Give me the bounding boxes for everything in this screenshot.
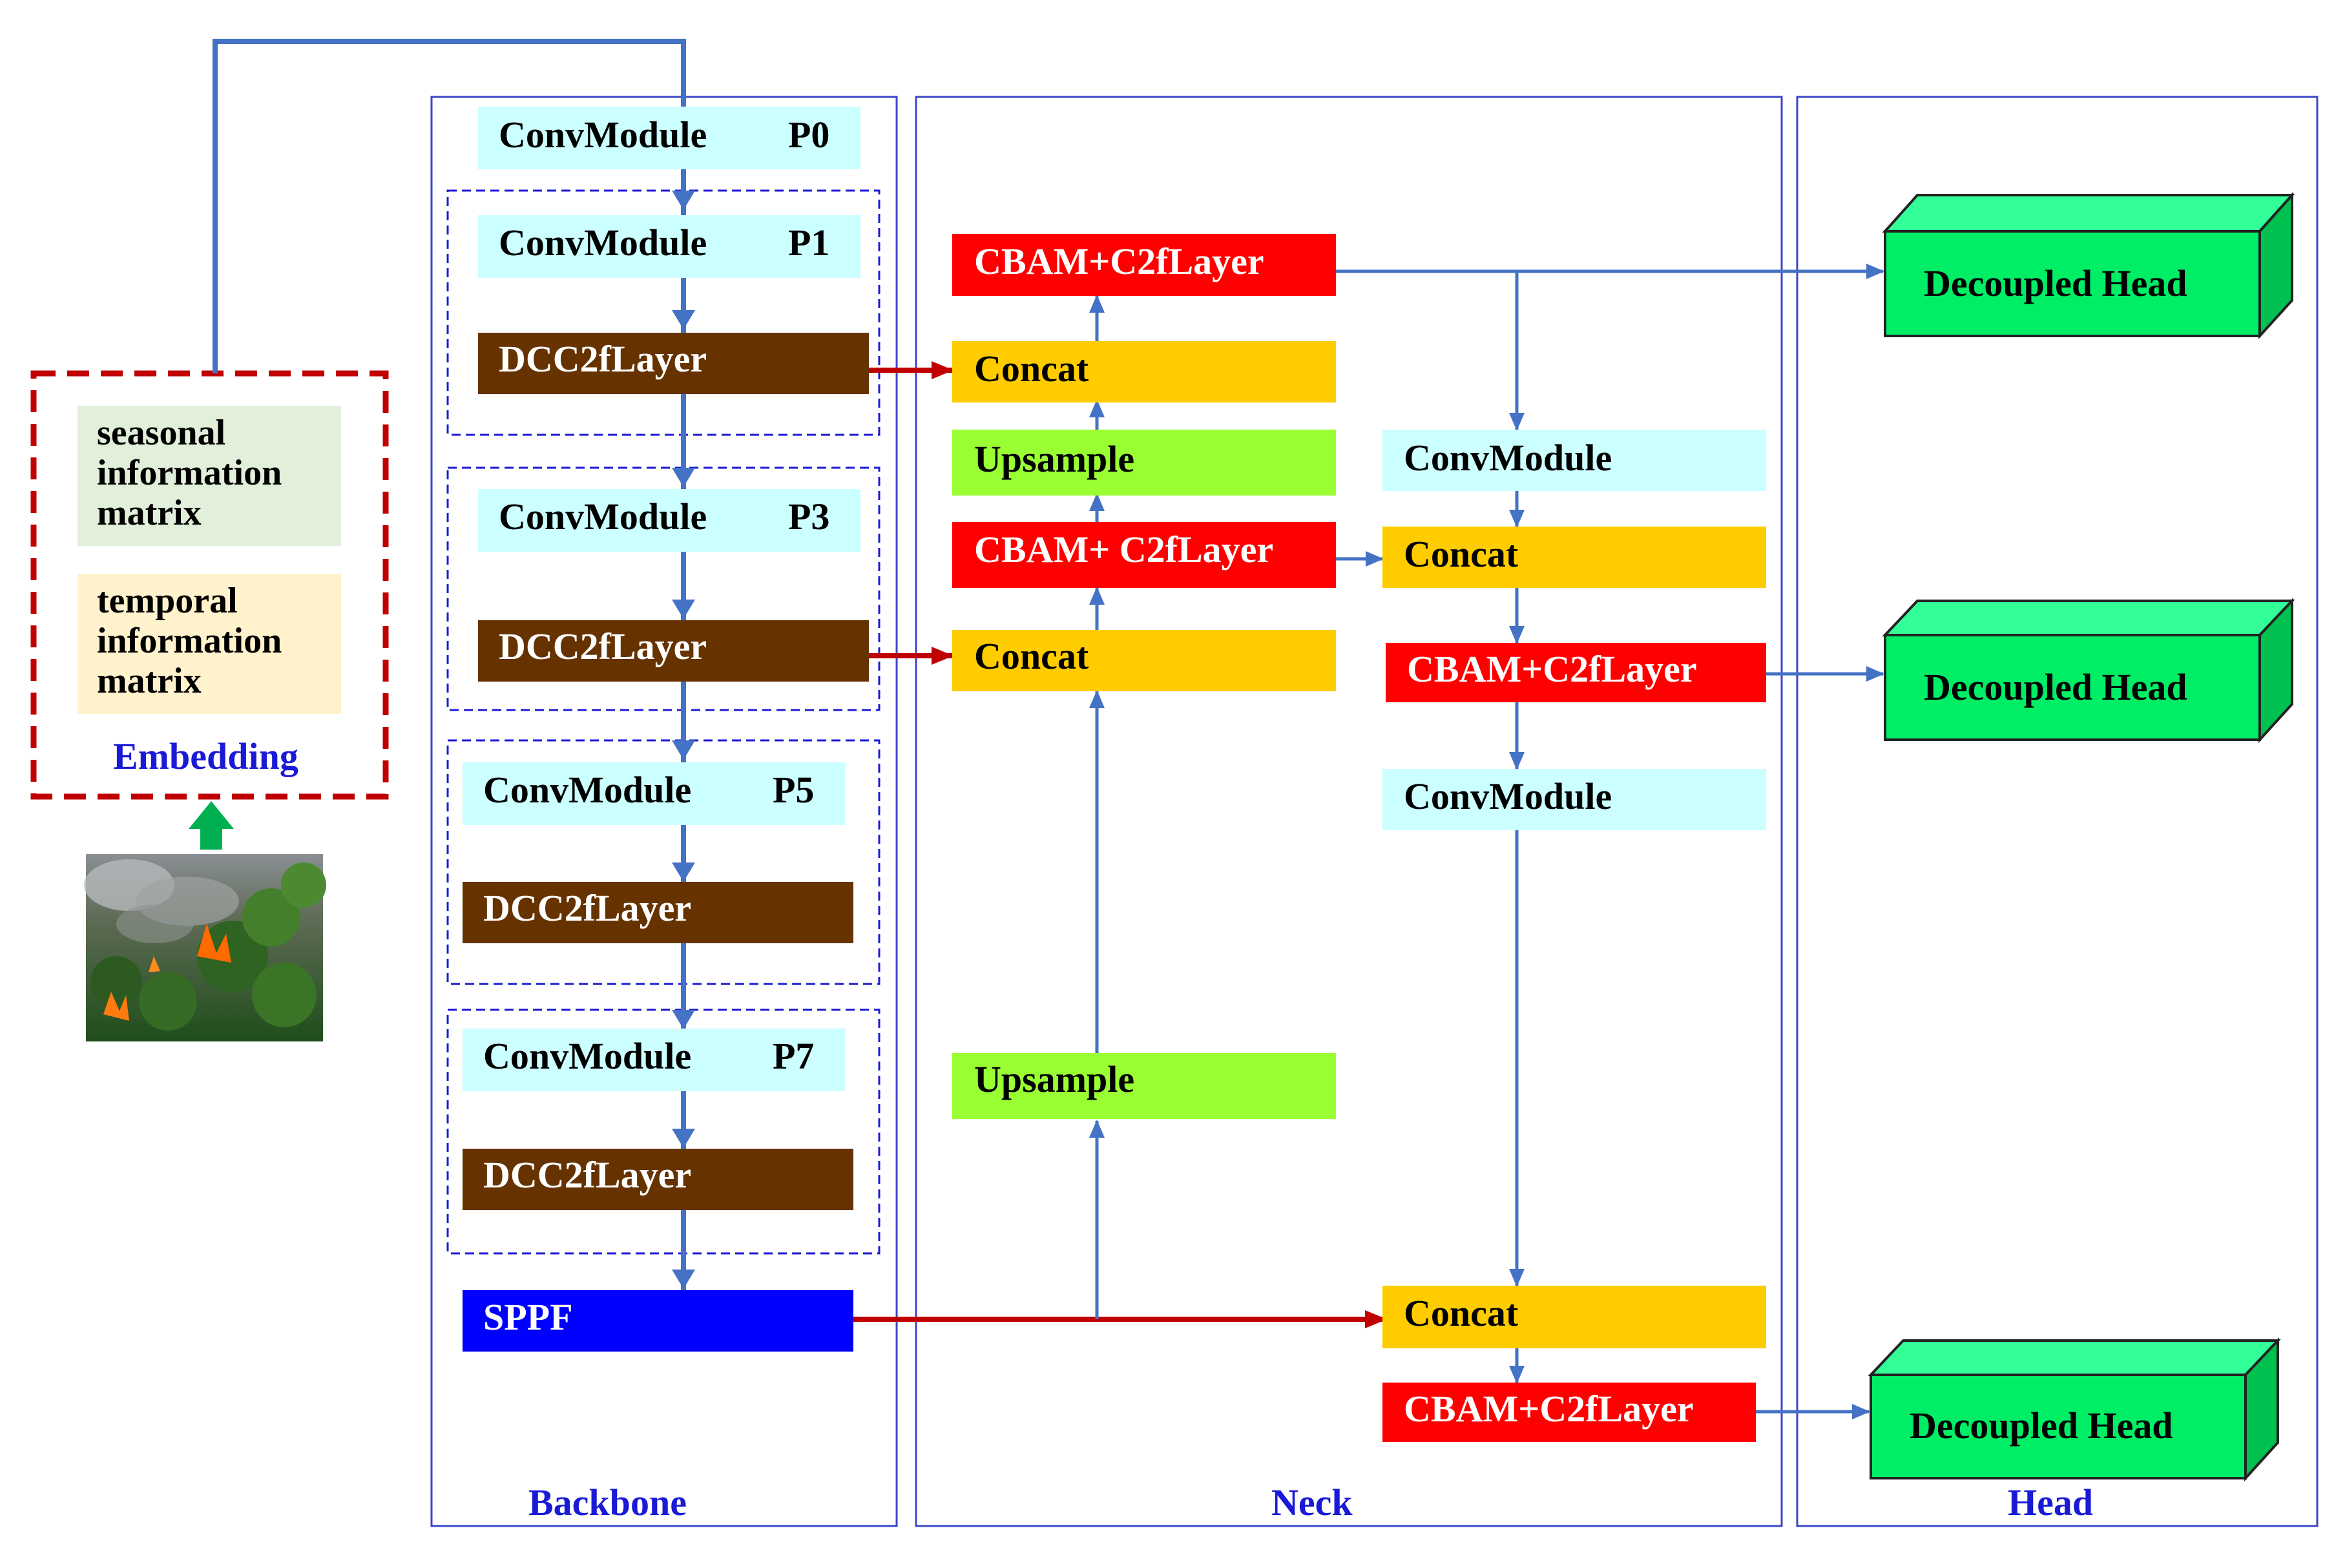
temporal-line3: matrix	[97, 661, 202, 701]
neck-frame	[915, 96, 1783, 1527]
stage-p3-group	[446, 466, 881, 711]
decoupled-head-3	[1868, 1337, 2281, 1482]
neck-concat-mid	[952, 630, 1336, 691]
p1-dcc2flayer	[478, 333, 869, 394]
p3-dcc2flayer-label: DCC2fLayer	[499, 625, 707, 667]
backbone-frame	[430, 96, 898, 1527]
neck-r-convmodule-1	[1382, 430, 1766, 491]
p3-dcc2flayer	[478, 620, 869, 682]
neck-upsample-top	[952, 430, 1336, 496]
p7-convmodule-label: ConvModule	[483, 1035, 691, 1077]
temporal-line2: information	[97, 621, 282, 661]
neck-r-concat-1	[1382, 527, 1766, 588]
decoupled-head-1	[1882, 191, 2295, 340]
neck-r-cbam-1	[1386, 643, 1766, 702]
p7-convmodule	[463, 1029, 845, 1091]
p7-dcc2flayer-label: DCC2fLayer	[483, 1154, 691, 1196]
temporal-line1: temporal	[97, 581, 238, 621]
embedding-frame	[30, 370, 389, 800]
neck-r-convmodule-2-label: ConvModule	[1404, 775, 1612, 817]
p0-convmodule-label: ConvModule	[499, 114, 707, 156]
embedding-feed-line	[213, 39, 686, 373]
decoupled-head-2	[1882, 597, 2295, 744]
neck-r-concat-1-label: Concat	[1404, 533, 1519, 575]
neck-cbam-top	[952, 234, 1336, 296]
p3-convmodule-label: ConvModule	[499, 496, 707, 538]
p5-tag: P5	[773, 769, 814, 811]
p1-tag: P1	[788, 222, 829, 264]
neck-upsample-bottom-label: Upsample	[974, 1058, 1134, 1100]
p7-dcc2flayer	[463, 1149, 853, 1210]
neck-r-cbam-2-label: CBAM+C2fLayer	[1404, 1388, 1694, 1430]
neck-concat-top-label: Concat	[974, 348, 1089, 390]
neck-cbam-top-label: CBAM+C2fLayer	[974, 240, 1264, 282]
seasonal-line3: matrix	[97, 493, 202, 533]
neck-r-convmodule-2	[1382, 769, 1766, 830]
neck-r-convmodule-1-label: ConvModule	[1404, 437, 1612, 479]
neck-r-cbam-1-label: CBAM+C2fLayer	[1407, 648, 1697, 690]
embedding-label: Embedding	[113, 735, 298, 777]
p3-convmodule	[478, 489, 860, 552]
seasonal-matrix-box	[78, 406, 341, 546]
up-arrow-icon	[189, 801, 234, 850]
p7-tag: P7	[773, 1035, 814, 1077]
p1-convmodule	[478, 215, 860, 278]
p1-dcc2flayer-label: DCC2fLayer	[499, 338, 707, 380]
stage-p1-group	[446, 189, 881, 436]
neck-cbam-mid	[952, 522, 1336, 588]
decoupled-head-2-label: Decoupled Head	[1924, 666, 2187, 708]
neck-concat-top	[952, 341, 1336, 402]
backbone-flow-arrowheads	[672, 191, 695, 1289]
decoupled-head-1-label: Decoupled Head	[1924, 262, 2187, 304]
stage-p7-group	[446, 1009, 881, 1255]
neck-label: Neck	[1271, 1481, 1353, 1523]
p1-convmodule-label: ConvModule	[499, 222, 707, 264]
seasonal-line1: seasonal	[97, 413, 225, 453]
neck-r-concat-2-label: Concat	[1404, 1292, 1519, 1334]
neck-r-cbam-2	[1382, 1383, 1756, 1442]
sppf-block	[463, 1290, 853, 1352]
neck-r-concat-2	[1382, 1286, 1766, 1348]
p0-tag: P0	[788, 114, 829, 156]
temporal-matrix-box	[78, 574, 341, 714]
neck-concat-mid-label: Concat	[974, 635, 1089, 677]
head-frame	[1796, 96, 2319, 1527]
p5-dcc2flayer	[463, 882, 853, 943]
p5-convmodule	[463, 762, 845, 825]
p5-dcc2flayer-label: DCC2fLayer	[483, 887, 691, 929]
neck-upsample-top-label: Upsample	[974, 438, 1134, 480]
seasonal-line2: information	[97, 453, 282, 493]
p5-convmodule-label: ConvModule	[483, 769, 691, 811]
p0-convmodule	[478, 107, 860, 169]
sppf-label: SPPF	[483, 1296, 573, 1338]
neck-branch-top	[1336, 269, 1525, 431]
stage-p5-group	[446, 739, 881, 985]
backbone-label: Backbone	[528, 1481, 687, 1523]
p3-tag: P3	[788, 496, 829, 538]
neck-upsample-bottom	[952, 1053, 1336, 1119]
neck-cbam-mid-label: CBAM+ C2fLayer	[974, 528, 1273, 570]
head-label: Head	[2008, 1481, 2093, 1523]
forest-fire-image	[84, 854, 326, 1041]
decoupled-head-3-label: Decoupled Head	[1910, 1405, 2173, 1447]
